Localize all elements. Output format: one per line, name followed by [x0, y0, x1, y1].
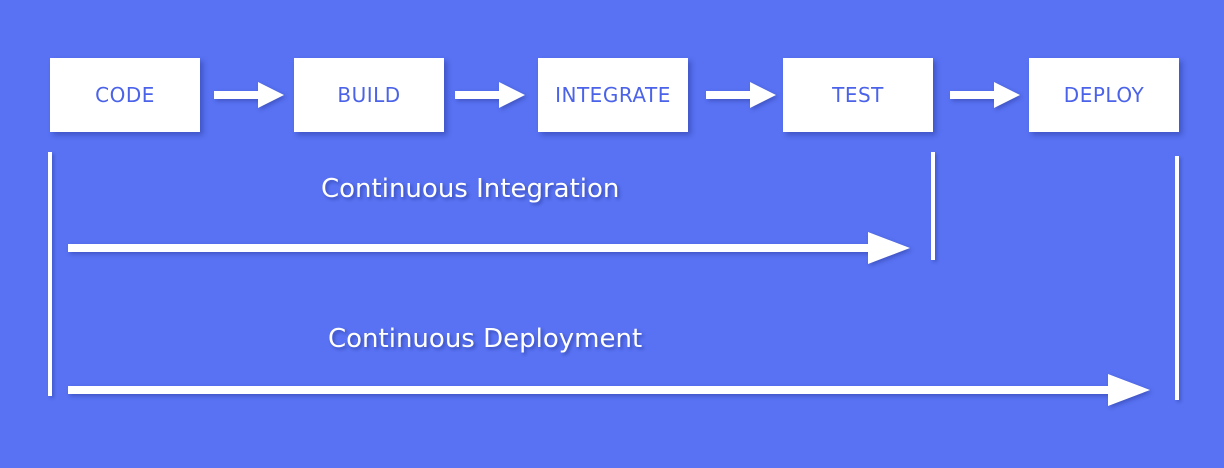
stage-box-integrate: INTEGRATE	[538, 58, 688, 132]
stage-box-test: TEST	[783, 58, 933, 132]
stage-label-integrate: INTEGRATE	[555, 83, 671, 107]
left-boundary-line	[48, 152, 52, 396]
stage-label-deploy: DEPLOY	[1063, 83, 1145, 107]
continuous-integration-label: Continuous Integration	[321, 174, 620, 204]
flow-arrow-code-to-build	[214, 82, 284, 108]
continuous-deployment-label: Continuous Deployment	[328, 324, 643, 354]
stage-label-test: TEST	[832, 83, 884, 107]
stage-label-code: CODE	[95, 83, 155, 107]
flow-arrow-test-to-deploy	[950, 82, 1020, 108]
stage-label-build: BUILD	[337, 83, 401, 107]
ci-end-boundary-line	[931, 152, 935, 260]
stage-box-deploy: DEPLOY	[1029, 58, 1179, 132]
continuous-deployment-arrow	[68, 374, 1150, 406]
continuous-integration-arrow	[68, 232, 910, 264]
flow-arrow-integrate-to-test	[706, 82, 776, 108]
flow-arrow-build-to-integrate	[455, 82, 525, 108]
cd-end-boundary-line	[1175, 156, 1179, 400]
stage-box-code: CODE	[50, 58, 200, 132]
stage-box-build: BUILD	[294, 58, 444, 132]
